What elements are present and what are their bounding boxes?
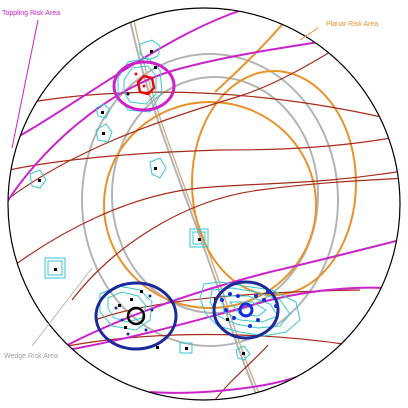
contour — [44, 257, 66, 279]
planar-risk-label: Planar Risk Area — [326, 21, 378, 28]
toppling-risk-label: Toppling Risk Area — [2, 10, 60, 17]
set-dot — [256, 318, 260, 322]
toppling-great-circle — [39, 237, 400, 361]
great-circle — [8, 134, 400, 173]
pole-contours — [29, 39, 301, 361]
set-dot — [126, 332, 130, 336]
wedge-leader-line — [31, 267, 93, 347]
pole-dot — [150, 50, 153, 53]
pole-dot — [154, 66, 157, 69]
set-dot — [220, 298, 224, 302]
toppling-great-circle — [11, 8, 276, 141]
contour — [221, 295, 279, 323]
set-dot — [142, 84, 146, 88]
toppling-great-circle — [149, 329, 400, 394]
pole-dot — [130, 298, 133, 301]
set-dot — [266, 290, 270, 294]
set-dot — [144, 328, 148, 332]
wedge-circle-outer — [81, 53, 339, 347]
set-dot — [232, 316, 236, 320]
contour — [107, 291, 147, 323]
pole-dot — [124, 326, 127, 329]
joint-set-red — [112, 60, 176, 112]
set-dot — [150, 308, 154, 312]
wedge-risk-label: Wedge Risk Area — [4, 353, 58, 360]
joint-set-right — [212, 280, 280, 340]
contour — [192, 231, 206, 245]
joint-set-left — [94, 281, 178, 351]
pole-dot — [140, 290, 143, 293]
planar-risk-curves — [103, 8, 357, 309]
pole-dot — [154, 167, 157, 170]
toppling-leader-line — [11, 19, 39, 149]
set-dot — [248, 324, 252, 328]
contour — [95, 123, 113, 143]
pole-dot — [226, 318, 229, 321]
set-cone-bright — [238, 302, 254, 318]
pole-points — [38, 50, 245, 355]
great-circle — [71, 177, 400, 301]
great-circles — [8, 21, 400, 400]
set-dot — [134, 72, 138, 76]
set-dot — [126, 92, 130, 96]
set-dot — [236, 294, 240, 298]
pole-dot — [156, 346, 159, 349]
great-circle — [8, 169, 400, 277]
contour — [235, 345, 251, 361]
set-dot — [224, 308, 228, 312]
toppling-great-circle — [29, 286, 400, 357]
pole-dot — [38, 179, 41, 182]
set-dot — [114, 306, 118, 310]
planar-leader-line — [299, 27, 319, 41]
set-dot — [254, 294, 258, 298]
pole-dot — [118, 304, 121, 307]
contour — [179, 342, 193, 354]
contour — [95, 103, 111, 119]
primitive-circle — [7, 7, 401, 401]
set-cone-black — [126, 306, 146, 326]
contour — [29, 169, 47, 189]
contour — [189, 228, 209, 248]
pole-dot — [101, 111, 104, 114]
pole-dot — [102, 132, 105, 135]
set-dot — [228, 292, 232, 296]
set-cone-blue — [94, 281, 178, 351]
pole-dot — [185, 347, 188, 350]
contour — [149, 157, 167, 179]
contour — [228, 301, 267, 317]
contour — [139, 39, 161, 61]
great-circle — [39, 333, 351, 353]
contour — [99, 285, 153, 331]
contour — [199, 281, 301, 337]
wedge-tan-curve — [131, 9, 267, 400]
set-dots — [220, 290, 278, 328]
contour — [123, 65, 157, 105]
wedge-great-circle — [127, 9, 263, 400]
contour — [47, 260, 63, 276]
pole-dot — [198, 238, 201, 241]
great-circle — [214, 344, 269, 400]
set-cone-blue — [212, 280, 280, 340]
set-dot — [274, 304, 278, 308]
set-dots — [114, 294, 154, 336]
planar-circle-large — [103, 101, 317, 309]
set-dot — [120, 318, 124, 322]
set-dot — [262, 298, 266, 302]
set-dot — [148, 294, 152, 298]
set-contour-red — [136, 74, 156, 96]
set-cone-magenta — [112, 60, 176, 112]
pole-dot — [54, 268, 57, 271]
great-circle — [8, 91, 396, 121]
pole-dot — [242, 352, 245, 355]
